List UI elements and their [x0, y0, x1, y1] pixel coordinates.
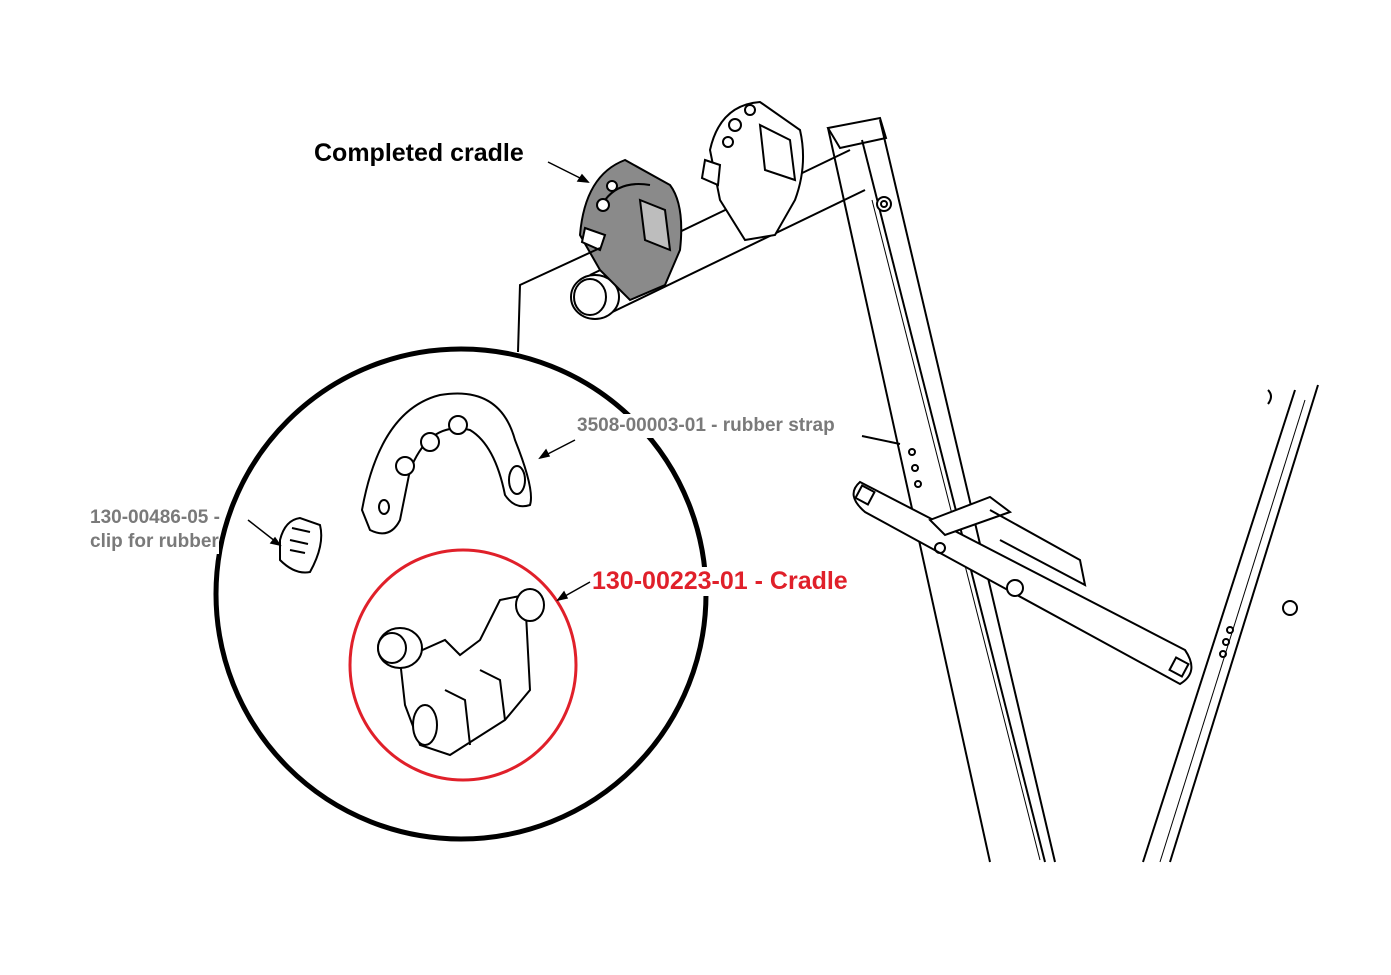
cradle-part: [377, 588, 545, 757]
highlight-circle: [348, 548, 578, 782]
rack-arm: [852, 480, 1193, 686]
clip-label-line1: 130-00486-05 -: [90, 506, 220, 530]
rubber-strap-label: 3508-00003-01 - rubber strap: [577, 414, 835, 438]
leader-lines: [247, 161, 591, 602]
completed-cradle-label: Completed cradle: [314, 139, 524, 168]
cradle-label: 130-00223-01 - Cradle: [592, 567, 848, 596]
rack-right-tube: [1142, 384, 1319, 863]
completed-cradle-front: [578, 158, 683, 302]
clip-part: [279, 516, 323, 574]
rubber-strap-part: [360, 392, 532, 535]
completed-cradle-rear: [700, 100, 804, 242]
callout-connector: [517, 247, 601, 353]
clip-label-line2: clip for rubber: [90, 530, 219, 554]
